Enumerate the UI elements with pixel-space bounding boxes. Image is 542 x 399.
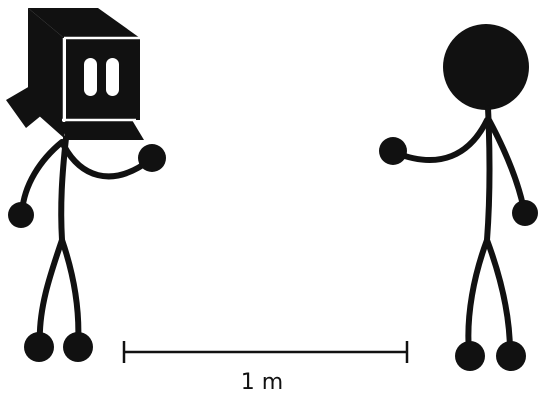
left-figure-left-foot [24,332,54,362]
distance-label: 1 m [212,370,312,396]
stick-figure [379,24,538,371]
right-figure-right-arm [489,120,524,210]
left-figure-left-arm [22,142,62,212]
right-figure-left-hand [379,137,407,165]
box-head-figure [6,8,166,362]
right-figure-left-arm [396,120,487,160]
left-eye [84,58,97,96]
right-eye [106,58,119,96]
left-figure-left-hand [8,202,34,228]
left-figure-right-hand [138,144,166,172]
right-figure-torso [487,108,489,240]
box-head-front [66,38,140,120]
left-figure-right-arm [64,146,150,176]
right-figure-right-foot [496,341,526,371]
stick-figure-icon [443,24,529,110]
left-figure-right-foot [63,332,93,362]
right-figure-right-leg [487,240,510,352]
distance-marker [124,341,407,363]
right-figure-left-leg [468,240,487,352]
robot-head-icon [28,8,144,140]
box-head-bottom [60,120,144,140]
left-figure-right-leg [62,240,78,345]
left-figure-left-leg [40,240,62,345]
right-figure-right-hand [512,200,538,226]
right-figure-left-foot [455,341,485,371]
